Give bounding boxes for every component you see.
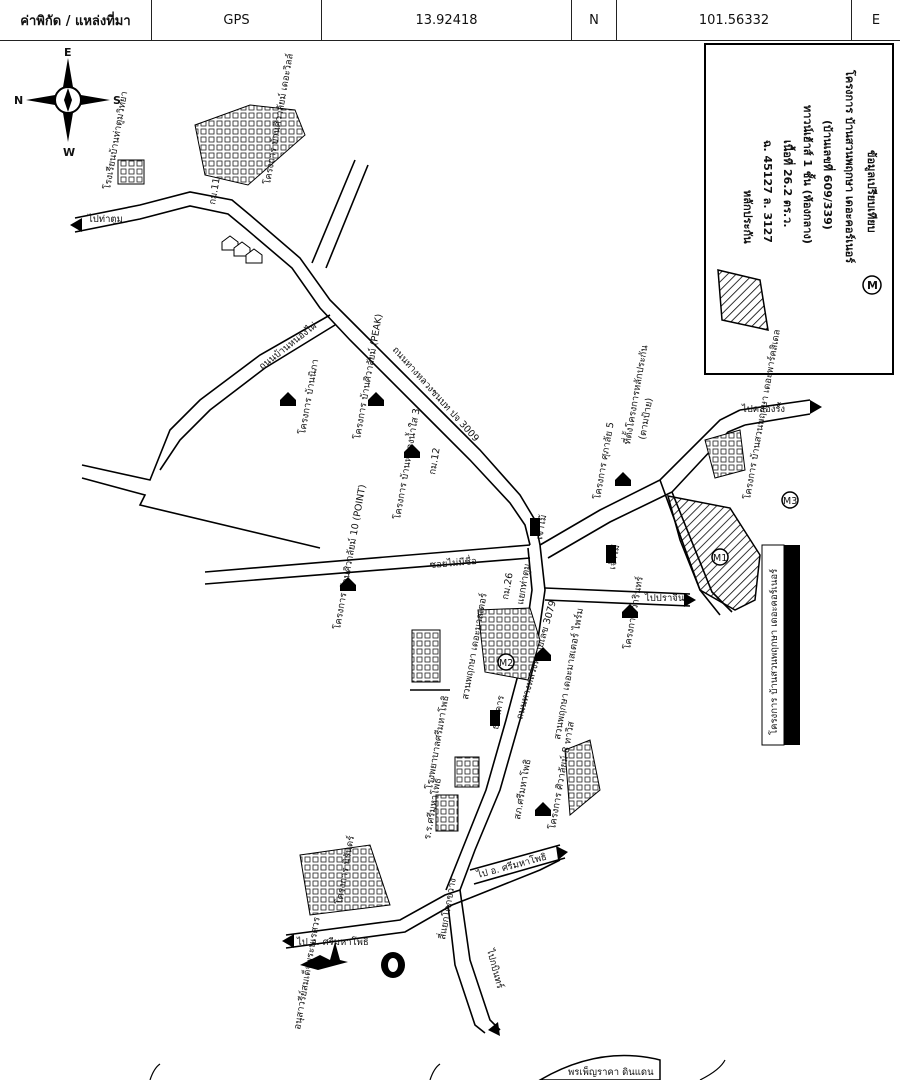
label-to-tha-tum: ไปท่าตูม [87, 213, 123, 225]
house-icons [221, 235, 638, 816]
compass-rose: N S E W [14, 46, 121, 159]
label-soi-no-name: ซอยไม่มีชื่อ [429, 554, 477, 571]
label-proj-nong-nam-sai: โครงการ บ้านหนองน้ำใส 3 [390, 407, 422, 520]
marker-m1: M1 [713, 553, 727, 564]
label-corner-banner: โครงการ บ้านสวนพฤกษา เดอะคอร์เนอร์ [768, 569, 780, 735]
label-proj-sawan5: โครงการ ศุภาลัย 5 [591, 421, 616, 500]
map-areas [117, 104, 800, 916]
m-markers: M1 M2 M3 [497, 491, 799, 671]
marker-m2: M2 [499, 658, 513, 669]
label-hospital: โรงพยาบาลศรีมหาโพธิ [423, 695, 451, 791]
label-km-12: กม.12 [427, 447, 443, 476]
legend-line2: เนื้อที่ 26.2 ตร.ว. [781, 140, 796, 228]
legend-title: หลักประกัน [741, 190, 754, 244]
roads [74, 159, 811, 1034]
label-km-11: กม.11 [207, 177, 223, 206]
monument-icon [300, 942, 348, 970]
label-junction: สี่แยกโคกขวาง [435, 877, 459, 941]
latitude-value: 13.92418 [322, 0, 572, 40]
legend-line5: โครงการ บ้านสวนพฤกษา เดอะคอร์เนอร์ [843, 69, 857, 263]
label-proj-ban-nipa: โครงการ บ้านนิภา [296, 358, 321, 435]
legend-line1: ฉ. 45127 ล. 3127 [761, 140, 774, 243]
label-proj-peak: โครงการ บ้านศิวาลัยม์ (PEAK) [351, 313, 385, 441]
compass-e: E [64, 46, 72, 59]
label-proj-point: โครงการ บ้านศิวาลัยม์ 10 (POINT) [331, 484, 368, 631]
coord-source: GPS [152, 0, 322, 40]
direction-arrows [70, 218, 822, 1036]
stamp-seal: พรเพ็ญราคา ดินแดน [149, 1054, 726, 1080]
compass-n: N [14, 94, 23, 107]
label-to-srimahaphot-left: ไป อ. ศรีมหาโพธิ [296, 936, 369, 948]
logo-icon [381, 952, 405, 978]
legend-line6: ข้อมูลเปรียบเทียบ [864, 150, 878, 233]
label-to-khlong-rang: ไปคลองรั้ง [741, 402, 785, 415]
marker-m3: M3 [783, 496, 797, 507]
longitude-value: 101.56332 [617, 0, 852, 40]
legend-box: หลักประกัน ฉ. 45127 ล. 3127 เนื้อที่ 26.… [704, 43, 894, 375]
label-to-kabin: ไปกบินทร์ [484, 947, 506, 990]
latitude-direction: N [572, 0, 617, 40]
longitude-direction: E [871, 12, 881, 28]
label-proj-suan-master: สวนพฤกษา เดอะมาสเตอร์ ไพร์ม [551, 607, 586, 740]
header-table: ค่าพิกัด / แหล่งที่มา GPS 13.92418 N 101… [0, 0, 900, 41]
legend-line4: (บ้านเลขที่ 609/339) [821, 120, 836, 230]
label-police: สภ.ศรีมหาโพธิ [511, 758, 533, 820]
coord-label: ค่าพิกัด / แหล่งที่มา [0, 0, 152, 40]
label-to-prachin: ไปปราจีน [644, 592, 685, 604]
legend-m-symbol: M [867, 279, 878, 292]
compass-w: W [63, 146, 75, 159]
legend-line3: ทาวน์เฮ้าส์ 1 ชั้น (ห้องกลาง) [801, 105, 816, 244]
compass-s: S [113, 94, 121, 107]
stamp-text: พรเพ็ญราคา ดินแดน [568, 1065, 654, 1078]
label-km-26: กม.26 [500, 572, 516, 601]
